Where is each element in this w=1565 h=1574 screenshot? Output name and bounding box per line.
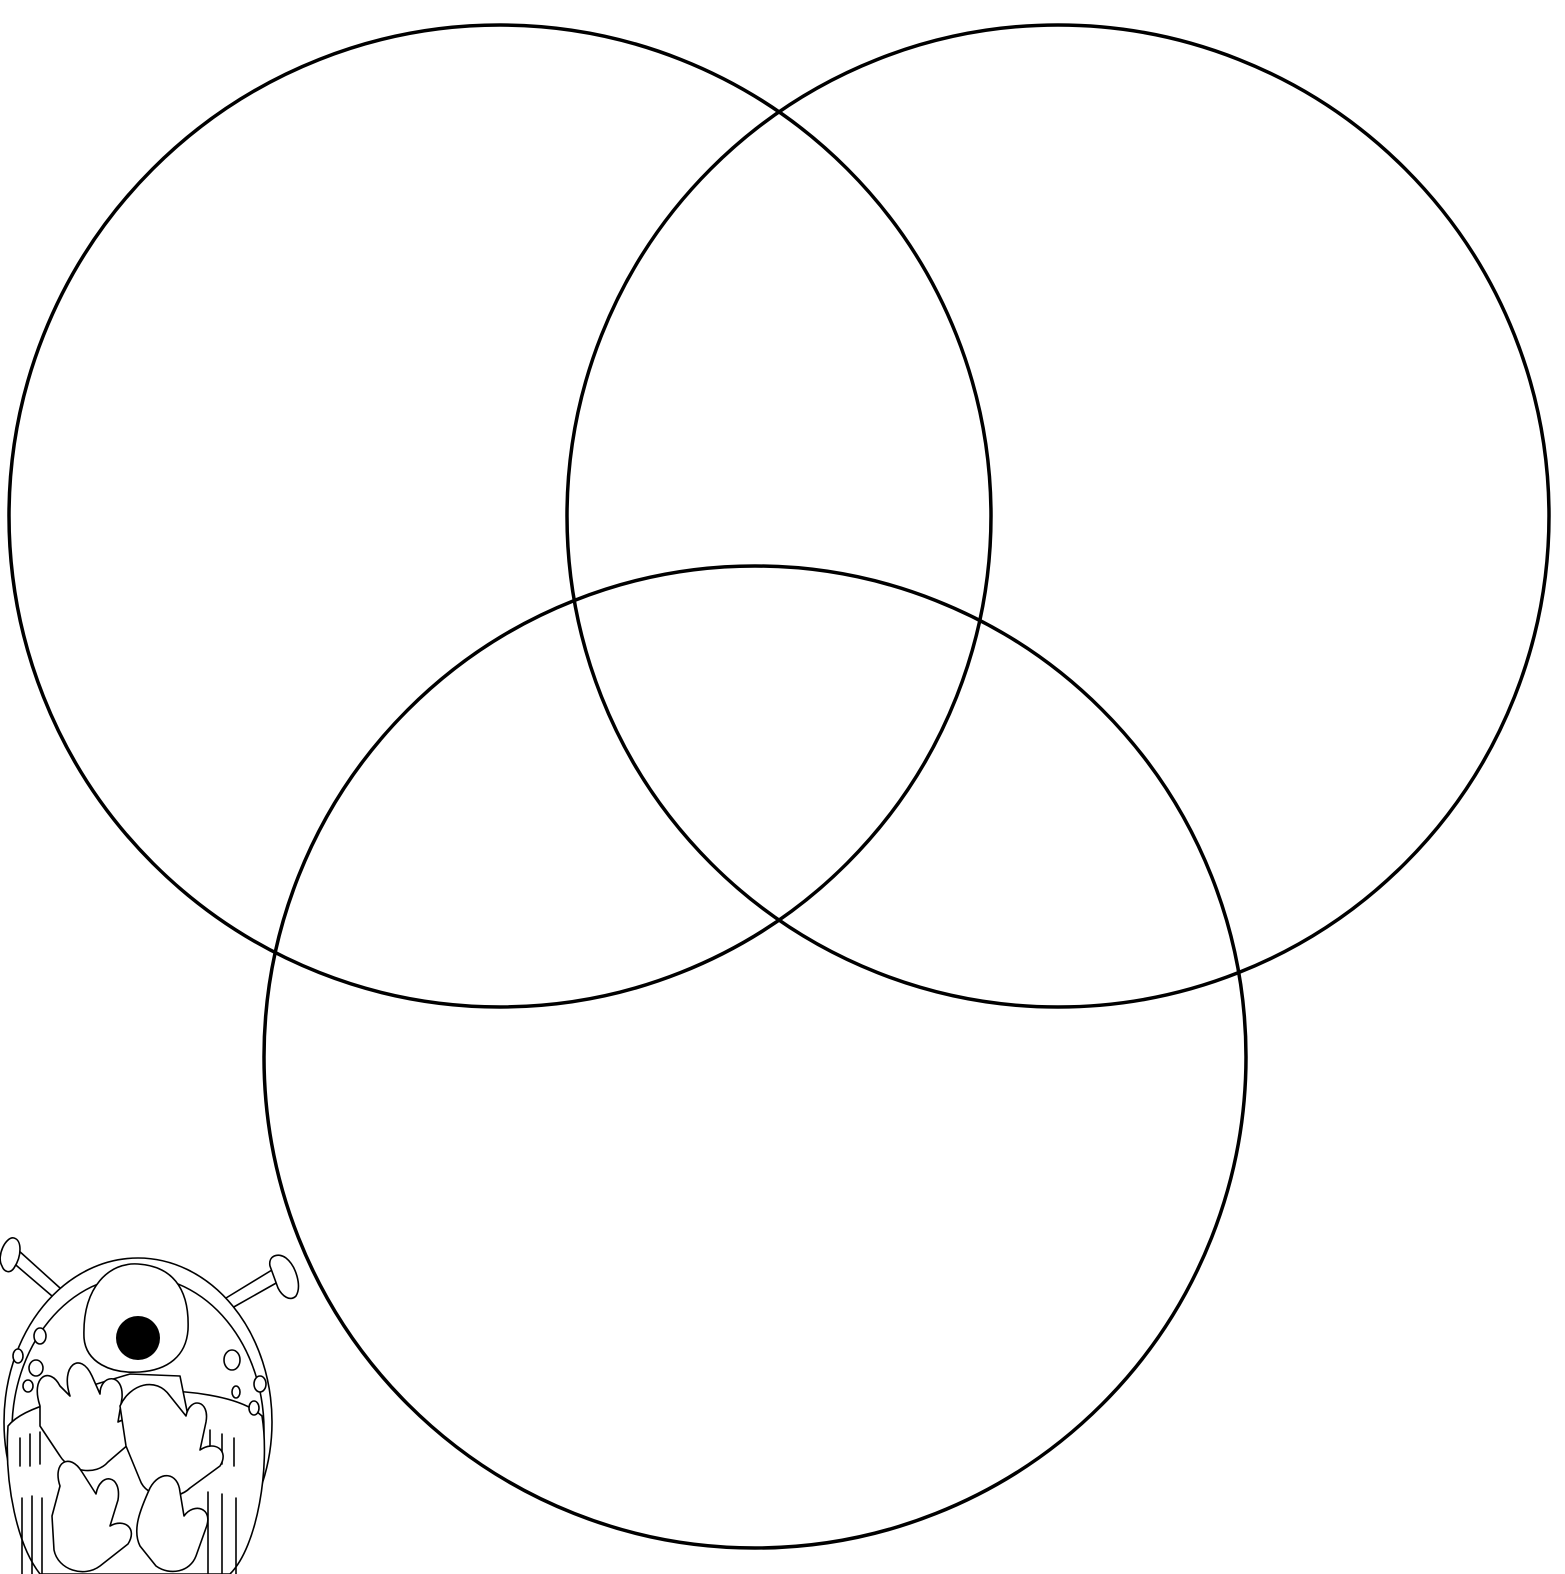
right-antenna-tip-icon (270, 1255, 299, 1298)
spot-icon (23, 1380, 33, 1392)
spot-icon (29, 1360, 43, 1376)
spot-icon (249, 1401, 259, 1415)
spot-icon (254, 1376, 266, 1392)
right-antenna-icon (226, 1270, 278, 1308)
monster-icon (0, 1226, 310, 1574)
spot-icon (34, 1328, 46, 1344)
spot-icon (232, 1386, 240, 1398)
venn-circle-top-right (567, 25, 1549, 1007)
venn-circle-bottom (264, 566, 1246, 1548)
spot-icon (13, 1349, 23, 1363)
venn-circle-top-left (9, 25, 991, 1007)
spot-icon (224, 1350, 240, 1370)
eye-pupil-icon (116, 1316, 160, 1360)
